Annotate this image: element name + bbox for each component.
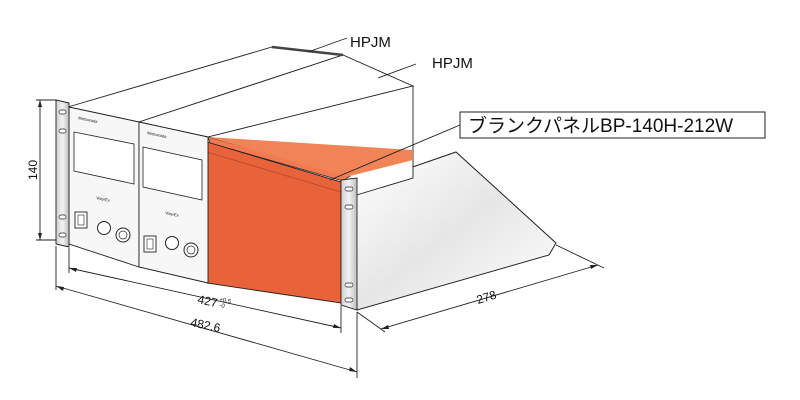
dimension-inner-tol-lower: -0 xyxy=(219,303,226,310)
dimension-outer-width: 482.6 xyxy=(55,246,358,378)
label-blank-panel: ブランクパネルBP-140H-212W xyxy=(468,114,733,137)
dimension-outer-width-value: 482.6 xyxy=(189,315,222,335)
dimension-inner-tol-upper: +0.5 xyxy=(219,297,232,305)
top-edge xyxy=(271,45,344,57)
unit-a-output-knob[interactable] xyxy=(115,227,131,243)
unit-a-brand: Matsusada xyxy=(78,115,99,124)
rack-ear-left xyxy=(55,99,70,248)
unit-b-knob[interactable] xyxy=(165,236,179,250)
dimension-height-value: 140 xyxy=(26,160,40,180)
leader-unit-a xyxy=(307,37,348,53)
unit-b-knob-label: Vary/Ex xyxy=(165,210,179,218)
blank-panel-callout-box xyxy=(459,111,766,139)
dimension-height: 140 xyxy=(26,99,56,241)
label-unit-a: HPJM xyxy=(350,34,391,51)
unit-a-knob-label: Vary/Ex xyxy=(96,195,110,203)
unit-b-output-knob[interactable] xyxy=(183,242,199,258)
unit-a-display xyxy=(73,131,135,185)
unit-b-display xyxy=(142,146,203,201)
leader-unit-b xyxy=(377,63,417,79)
leader-blank-panel xyxy=(329,124,461,181)
rack-ear-right xyxy=(340,177,358,311)
power-supply-unit-a: Matsusada Vary/Ex xyxy=(68,106,140,268)
dimension-depth-value: 278 xyxy=(475,288,499,307)
unit-b-brand: Matsusada xyxy=(147,130,168,139)
dimension-depth: 278 xyxy=(356,244,605,333)
dimension-inner-width: 427 +0.5 -0 xyxy=(68,248,342,333)
power-supply-unit-b: Matsusada Vary/Ex xyxy=(138,121,209,284)
dimension-inner-width-value: 427 xyxy=(196,292,219,310)
label-unit-b: HPJM xyxy=(432,55,473,72)
unit-a-knob[interactable] xyxy=(97,221,111,235)
